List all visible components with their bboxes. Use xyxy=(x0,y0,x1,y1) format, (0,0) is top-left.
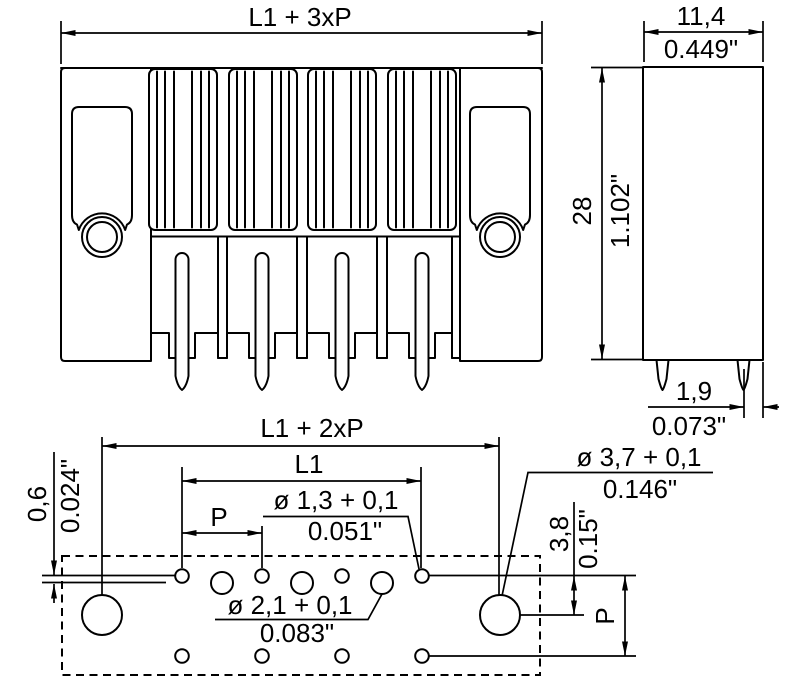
side-pin-edge-in: 0.073" xyxy=(652,411,726,441)
hole-distance-mm: 3,8 xyxy=(544,516,574,552)
mid-hole xyxy=(370,571,394,595)
footprint-l1-dimension: L1 xyxy=(182,449,421,484)
hole-distance-in: 0.15" xyxy=(573,509,603,569)
side-body xyxy=(642,66,764,361)
side-width-dimension: 11,4 0.449" xyxy=(643,1,764,64)
pin-hole-bottom xyxy=(254,648,270,664)
side-height-mm: 28 xyxy=(567,197,597,226)
side-width-mm: 11,4 xyxy=(677,1,726,31)
footprint-view: L1 + 2xP L1 P 0,6 0.024" ø 1,3 + 0,1 xyxy=(22,413,713,676)
pin-hole-bottom xyxy=(174,648,190,664)
side-pin-edge-dimension: 1,9 0.073" xyxy=(648,362,779,441)
pcb-outline-dashed xyxy=(61,555,541,676)
row-offset-mm: 0,6 xyxy=(22,486,52,522)
footprint-span-dimension: L1 + 2xP xyxy=(102,413,499,449)
contact-section-4 xyxy=(387,68,457,231)
mid-hole xyxy=(290,571,314,595)
footprint-pitch-dimension: P xyxy=(182,502,262,536)
front-width-dimension: L1 + 3xP xyxy=(60,2,543,64)
pin-hole-callout: ø 1,3 + 0,1 0.051" xyxy=(263,485,420,570)
side-view: 11,4 0.449" 28 1.102" 1,9 0.073" xyxy=(567,1,779,441)
solder-pin-1 xyxy=(174,252,190,391)
pin-hole-bottom xyxy=(334,648,350,664)
mount-hole-callout: ø 3,7 + 0,1 0.146" xyxy=(501,442,713,597)
front-span-label: L1 + 3xP xyxy=(248,2,351,32)
solder-pin-2 xyxy=(254,252,270,391)
mid-hole xyxy=(210,571,234,595)
hole-distance-dimension: 3,8 0.15" xyxy=(544,502,603,615)
mount-hole-right xyxy=(479,594,521,636)
contact-section-1 xyxy=(148,68,218,231)
footprint-span-label: L1 + 2xP xyxy=(260,413,363,443)
mount-hole-left xyxy=(81,594,123,636)
solder-pin-4 xyxy=(414,252,430,391)
side-pin-edge-mm: 1,9 xyxy=(676,376,712,406)
row-offset-dimension: 0,6 0.024" xyxy=(22,452,85,603)
side-height-dimension: 28 1.102" xyxy=(567,66,643,361)
side-pin-left xyxy=(655,359,670,391)
footprint-l1-label: L1 xyxy=(295,449,324,479)
mount-hole-mm: ø 3,7 + 0,1 xyxy=(576,442,701,472)
front-view: L1 + 3xP xyxy=(60,2,543,391)
side-width-in: 0.449" xyxy=(664,34,738,64)
row-offset-in: 0.024" xyxy=(55,459,85,533)
row-offset-lines xyxy=(42,574,175,584)
drill-holes xyxy=(81,568,521,664)
pin-hole-bottom xyxy=(414,648,430,664)
contact-section-3 xyxy=(307,68,377,231)
pin-hole-top xyxy=(334,568,350,584)
mid-hole-mm: ø 2,1 + 0,1 xyxy=(227,590,352,620)
vertical-pitch-dimension: P xyxy=(590,576,628,656)
pin-hole-mm: ø 1,3 + 0,1 xyxy=(273,485,398,515)
vertical-pitch-label: P xyxy=(590,607,620,624)
pin-hole-top xyxy=(254,568,270,584)
mount-hole-in: 0.146" xyxy=(603,474,677,504)
pin-hole-top xyxy=(414,568,430,584)
contact-section-2 xyxy=(228,68,298,231)
pin-hole-top xyxy=(174,568,190,584)
side-height-in: 1.102" xyxy=(605,174,635,248)
solder-pin-3 xyxy=(334,252,350,391)
footprint-pitch-label: P xyxy=(210,502,227,532)
pin-hole-in: 0.051" xyxy=(308,516,382,546)
mid-hole-in: 0.083" xyxy=(260,618,334,648)
extension-lines xyxy=(101,437,500,596)
mid-hole-callout: ø 2,1 + 0,1 0.083" xyxy=(215,590,383,648)
